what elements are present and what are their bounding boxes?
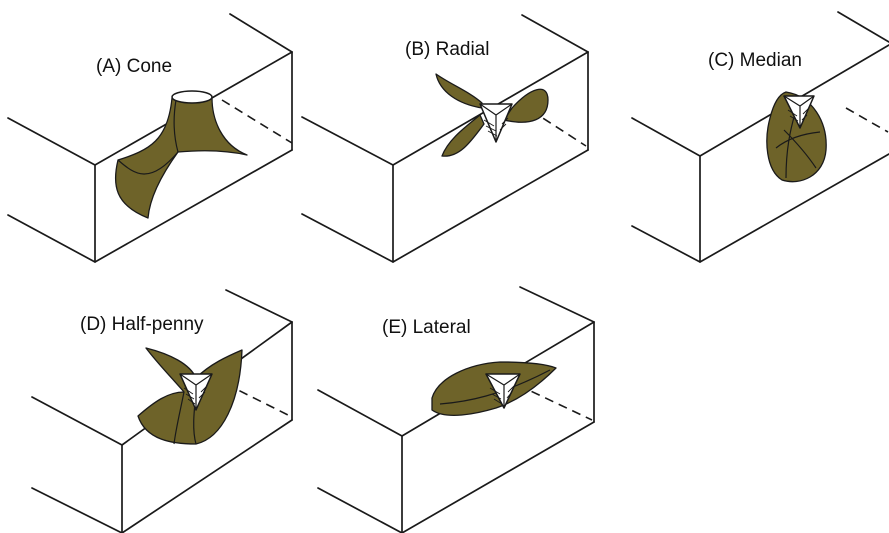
panel-label-median: (C) Median — [708, 50, 802, 71]
median-crack — [766, 91, 827, 183]
panel-half-penny: (D) Half-penny — [31, 289, 293, 533]
half-penny-crack — [137, 347, 243, 445]
panel-label-radial: (B) Radial — [405, 39, 489, 60]
vickers-indent-median — [783, 95, 815, 129]
panel-cone: (A) Cone — [7, 13, 293, 263]
cone-contact-circle — [171, 90, 213, 104]
radial-crack-lobe-right — [503, 88, 549, 123]
radial-crack-lobe-upper-left — [435, 73, 483, 109]
lateral-crack — [431, 361, 557, 416]
panel-label-lateral: (E) Lateral — [382, 317, 471, 338]
panel-label-cone: (A) Cone — [96, 56, 172, 77]
specimen-block-radial — [301, 14, 589, 263]
panel-median: (C) Median — [631, 11, 889, 263]
panel-label-half-penny: (D) Half-penny — [80, 314, 204, 335]
cone-crack — [114, 90, 248, 219]
radial-cracks — [435, 73, 549, 157]
specimen-block-cone — [7, 13, 293, 263]
radial-crack-lobe-lower-left — [441, 114, 485, 157]
panel-lateral: (E) Lateral — [317, 286, 595, 533]
panel-radial: (B) Radial — [301, 14, 589, 263]
